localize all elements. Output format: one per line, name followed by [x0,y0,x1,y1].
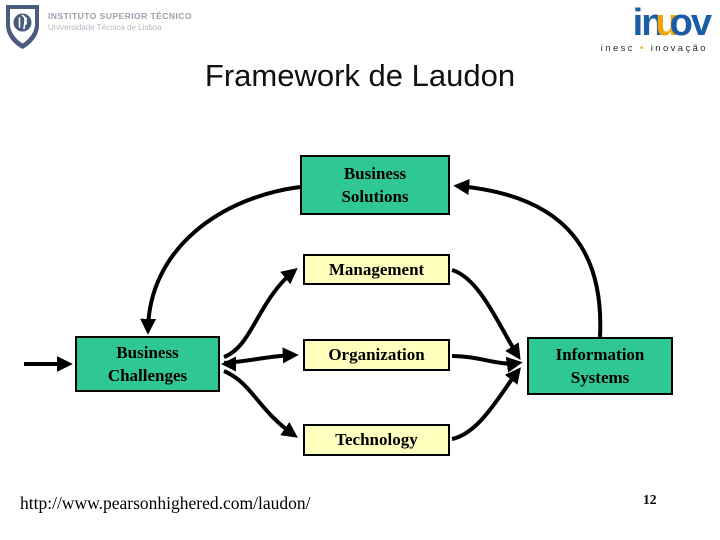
node-technology: Technology [303,424,450,456]
inov-tagline: inesc • inovação [601,43,710,54]
inov-wordmark: inuov [601,2,712,44]
edge-management-to-infosystems [451,268,521,361]
edge-challenges-to-technology [223,369,298,438]
edge-technology-to-infosystems [451,367,521,441]
node-label: Challenges [107,366,188,385]
edge-solutions-to-challenges [140,185,301,335]
inov-word-ov: ov [669,2,712,44]
edge-organization-to-infosystems [451,354,523,373]
inov-word-u: u [655,2,678,44]
node-business-solutions: Business Solutions [300,155,450,215]
node-management: Management [303,254,450,285]
edge-challenges-to-management [223,267,298,359]
node-label: Systems [570,368,630,387]
node-label: Management [328,259,425,279]
inov-tagline-inovacao: inovação [650,43,708,54]
ist-logo-text: INSTITUTO SUPERIOR TÉCNICO Universidade … [48,3,192,32]
node-business-challenges: Business Challenges [75,336,220,392]
ist-institution-name: INSTITUTO SUPERIOR TÉCNICO [48,11,192,21]
node-label: Business [116,342,179,362]
inov-tagline-inesc: inesc [600,43,635,54]
node-label: Organization [328,345,425,365]
inov-word-in: in [632,2,665,44]
page-number: 12 [643,492,657,507]
node-information-systems: Information Systems [527,337,673,395]
ist-shield-icon [6,5,39,49]
node-label: Technology [335,430,418,450]
node-label: Information [555,344,645,364]
inov-tagline-bullet-icon: • [639,43,646,54]
node-label: Business [343,163,407,183]
edge-infosystems-to-solutions [453,179,603,338]
edge-return-arrowhead-into-challenges [221,356,236,372]
node-organization: Organization [303,339,450,371]
inov-logo: inuov inesc • inovação [601,2,712,54]
footer-url: http://www.pearsonhighered.com/laudon/ [20,493,311,513]
ist-logo: INSTITUTO SUPERIOR TÉCNICO Universidade … [4,3,192,51]
ist-university-name: Universidade Técnica de Lisboa [48,23,162,32]
node-label: Solutions [341,187,409,206]
page-title: Framework de Laudon [204,58,516,93]
